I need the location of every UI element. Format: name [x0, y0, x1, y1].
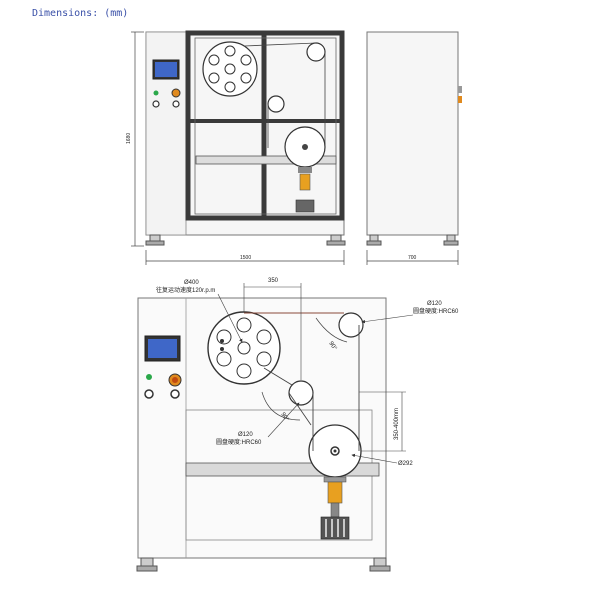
lower-wheel-dia-label: Ø292 — [398, 461, 413, 467]
control-knob — [152, 100, 160, 108]
detail-top-pulley — [338, 312, 364, 338]
angle-top-label: 90° — [327, 341, 337, 352]
front-view: 1680 1500 — [126, 30, 346, 265]
angle-mid-label: 90° — [279, 412, 289, 423]
top-pulley-hardness-label: 圆盘硬度:HRC60 — [413, 307, 459, 315]
detail-mid-pulley — [288, 380, 314, 406]
side-view: 700 — [366, 31, 462, 265]
distance-350-label: 350 — [268, 278, 279, 284]
top-pulley-dia-label: Ø120 — [427, 301, 442, 307]
detail-indicator-lamp — [146, 374, 152, 380]
test-fixture — [320, 516, 350, 540]
main-wheel-dia-label: Ø400 — [184, 280, 199, 286]
detail-view: Ø400 往复运动速度120r.p.m 350 Ø120 圆盘硬度:HRC60 … — [136, 278, 459, 572]
mid-pulley-hardness-label: 圆盘硬度:HRC60 — [216, 438, 262, 446]
range-label: 350-400mm — [394, 408, 400, 440]
height-dimension: 1680 — [126, 133, 132, 144]
mid-pulley-dia-label: Ø120 — [238, 432, 253, 438]
indicator-lamp — [153, 90, 159, 96]
top-pulley — [306, 42, 326, 62]
dimensions-title: Dimensions: (mm) — [32, 8, 129, 19]
depth-dimension: 700 — [408, 255, 417, 261]
width-dimension: 1500 — [240, 255, 251, 261]
detail-control-knob — [144, 389, 154, 399]
main-wheel-speed-label: 往复运动速度120r.p.m — [156, 286, 215, 294]
mid-pulley — [267, 95, 285, 113]
